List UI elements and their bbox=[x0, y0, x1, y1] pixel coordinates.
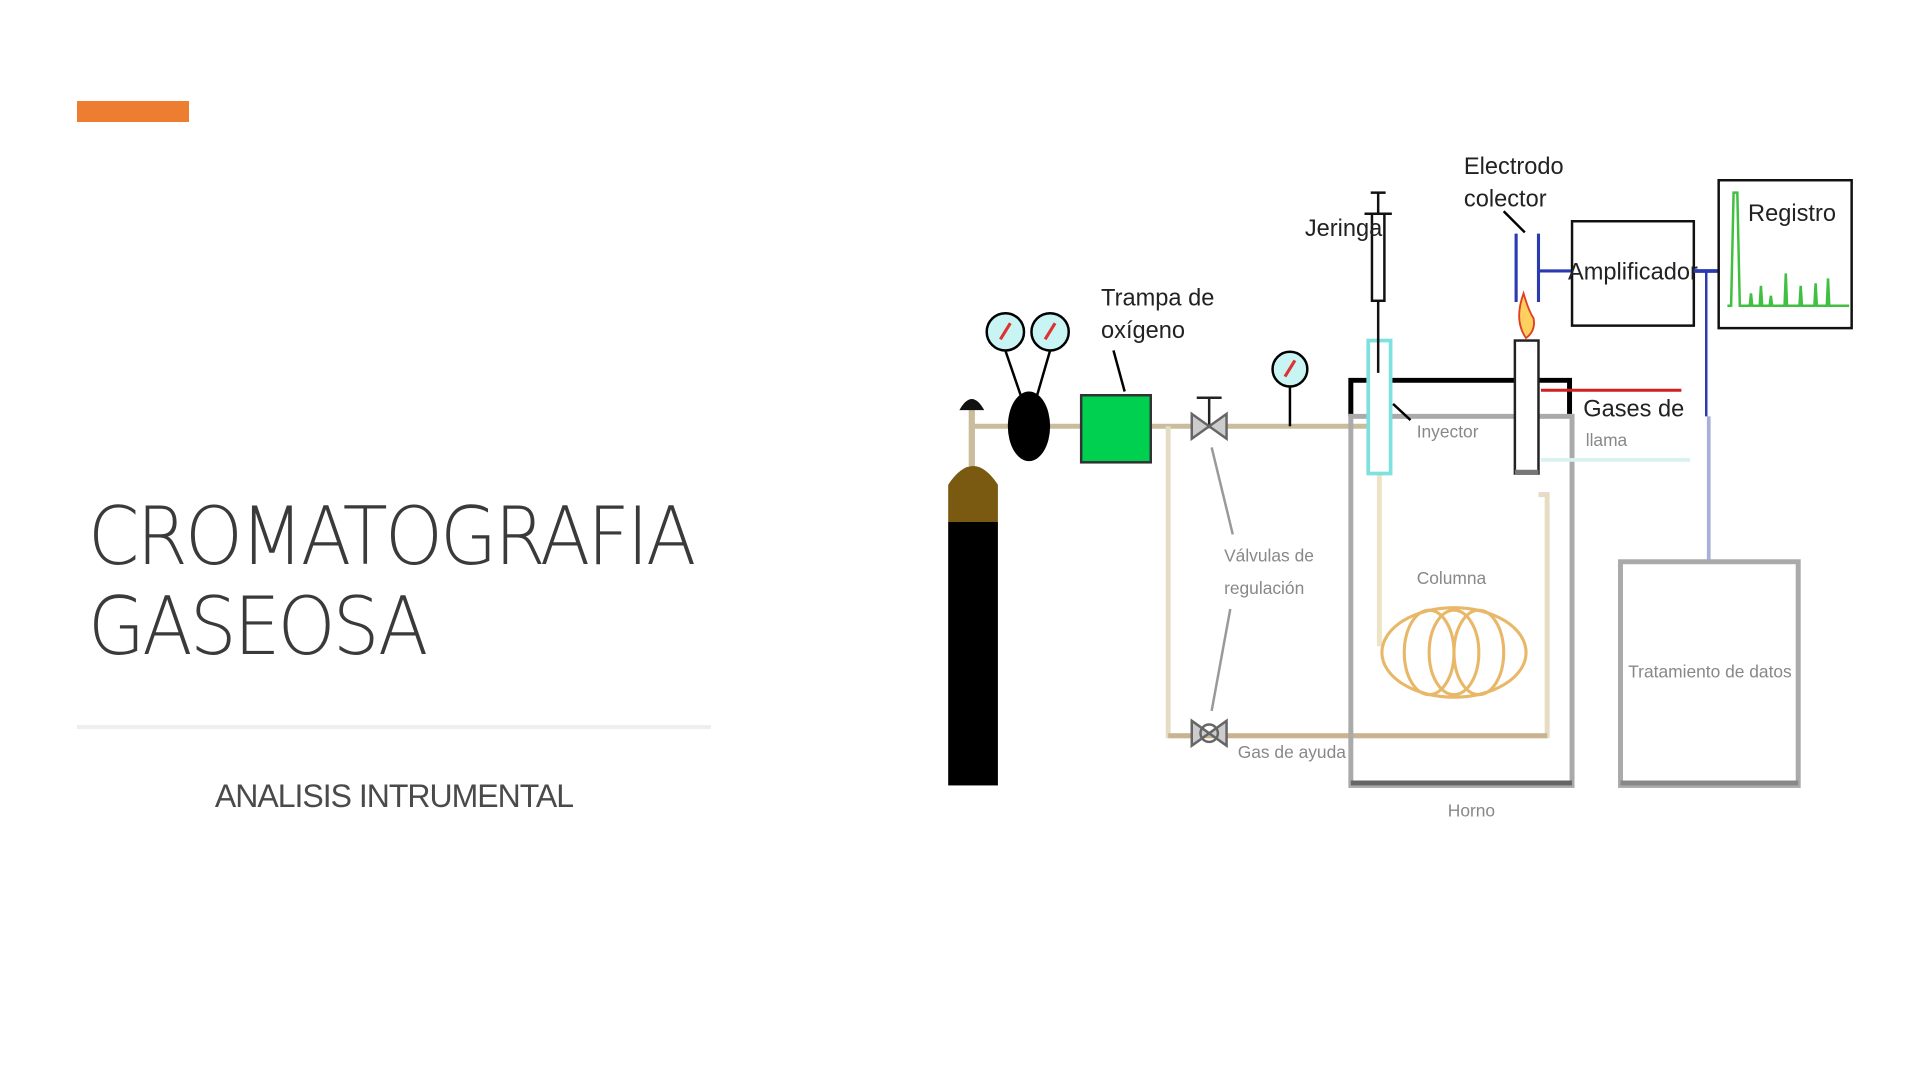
column-coil bbox=[1380, 606, 1528, 699]
label-valves-line2: regulación bbox=[1224, 578, 1304, 598]
label-aux-gas: Gas de ayuda bbox=[1238, 742, 1347, 762]
oven bbox=[1348, 377, 1575, 788]
label-data-processing: Tratamiento de datos bbox=[1628, 661, 1792, 681]
label-trap-line2: oxígeno bbox=[1101, 318, 1185, 344]
gauge-icon bbox=[1271, 350, 1309, 427]
syringe-icon bbox=[1364, 191, 1392, 373]
title-line-2: GASEOSA bbox=[88, 580, 428, 673]
slide-title: CROMATOGRAFIA GASEOSA bbox=[88, 490, 696, 673]
label-recorder: Registro bbox=[1748, 201, 1836, 227]
label-oven: Horno bbox=[1448, 801, 1495, 821]
label-electrode-line2: colector bbox=[1464, 186, 1547, 212]
gas-cylinder bbox=[948, 398, 998, 786]
flame-icon bbox=[1518, 290, 1535, 340]
valve-icon bbox=[1190, 718, 1228, 749]
label-electrode-line1: Electrodo bbox=[1464, 154, 1564, 180]
label-flame-gases-line2: llama bbox=[1586, 430, 1628, 450]
detector bbox=[1513, 339, 1540, 475]
collector-electrode bbox=[1514, 233, 1573, 303]
label-amplifier: Amplificador bbox=[1568, 260, 1698, 286]
accent-bar bbox=[77, 101, 189, 122]
pressure-regulator bbox=[1004, 350, 1052, 462]
label-trap-line1: Trampa de bbox=[1101, 286, 1214, 312]
amplifier-box bbox=[1570, 219, 1696, 327]
slide-subtitle: ANALISIS INTRUMENTAL bbox=[214, 778, 574, 814]
divider bbox=[77, 725, 711, 729]
label-injector: Inyector bbox=[1417, 421, 1479, 441]
gauge-icon bbox=[1030, 311, 1070, 352]
label-syringe: Jeringa bbox=[1305, 216, 1383, 242]
data-processing-box bbox=[1618, 559, 1801, 788]
valve-icon bbox=[1190, 396, 1228, 442]
oxygen-trap bbox=[1079, 393, 1152, 464]
gauge-icon bbox=[985, 311, 1026, 352]
title-line-1: CROMATOGRAFIA bbox=[88, 490, 696, 583]
label-valves-line1: Válvulas de bbox=[1224, 546, 1314, 566]
label-flame-gases-line1: Gases de bbox=[1583, 396, 1684, 422]
chromatogram-trace bbox=[1727, 191, 1850, 307]
label-column: Columna bbox=[1417, 568, 1487, 588]
